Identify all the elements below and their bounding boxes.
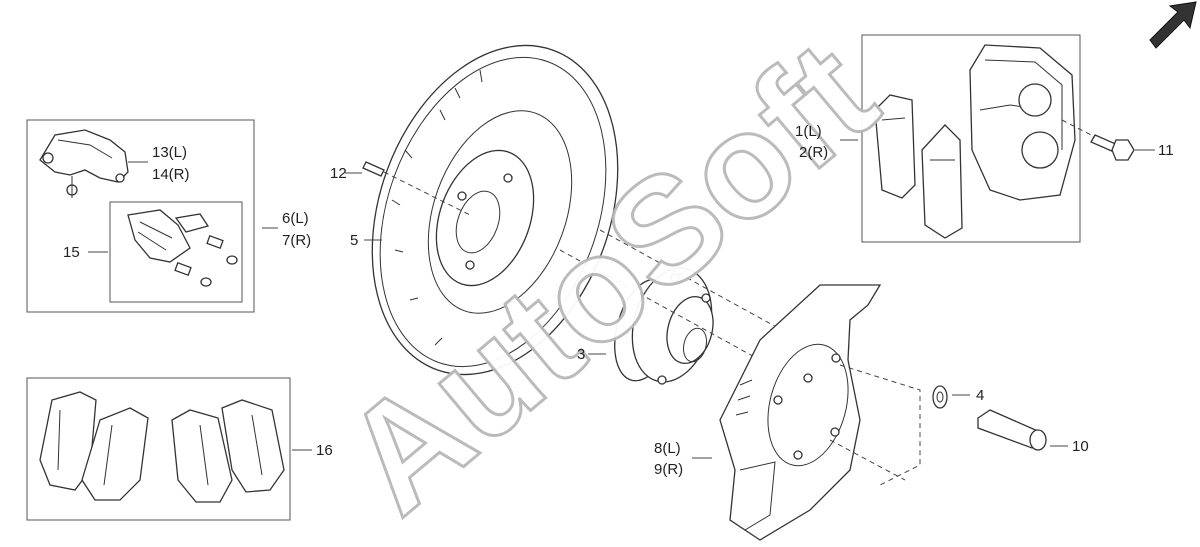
callout-4: 4 — [976, 387, 984, 404]
callout-14: 14(R) — [152, 166, 190, 183]
callout-12: 12 — [330, 165, 347, 182]
disc-screw-part — [345, 161, 471, 216]
callout-13: 13(L) — [152, 144, 187, 161]
callout-5: 5 — [350, 232, 358, 249]
brake-pad-set-part — [39, 391, 285, 503]
brake-pad-set-box — [26, 377, 312, 521]
callout-16: 16 — [316, 442, 333, 459]
brake-disc-part — [364, 44, 619, 376]
dust-shield-part — [692, 284, 921, 541]
washer-part — [932, 385, 970, 409]
callout-11: 11 — [1158, 142, 1174, 159]
callout-15: 15 — [63, 244, 80, 261]
callout-7: 7(R) — [282, 232, 311, 249]
callout-6: 6(L) — [282, 210, 309, 227]
hub-bearing-part — [559, 229, 801, 385]
hub-bolt-part — [977, 409, 1068, 451]
caliper-assembly-part — [874, 44, 1076, 239]
callout-3: 3 — [577, 346, 585, 363]
callout-2: 2(R) — [799, 144, 828, 161]
caliper-bracket-part — [39, 129, 129, 198]
pad-hardware-kit-part — [127, 209, 238, 287]
callout-9: 9(R) — [654, 461, 683, 478]
callout-10: 10 — [1072, 438, 1089, 455]
caliper-kit-box — [26, 119, 278, 313]
caliper-bolt-part — [1061, 119, 1135, 161]
front-arrow-icon — [1149, 1, 1197, 49]
callout-8: 8(L) — [654, 440, 681, 457]
callout-1: 1(L) — [795, 123, 822, 140]
caliper-assembly-box — [840, 34, 1155, 243]
